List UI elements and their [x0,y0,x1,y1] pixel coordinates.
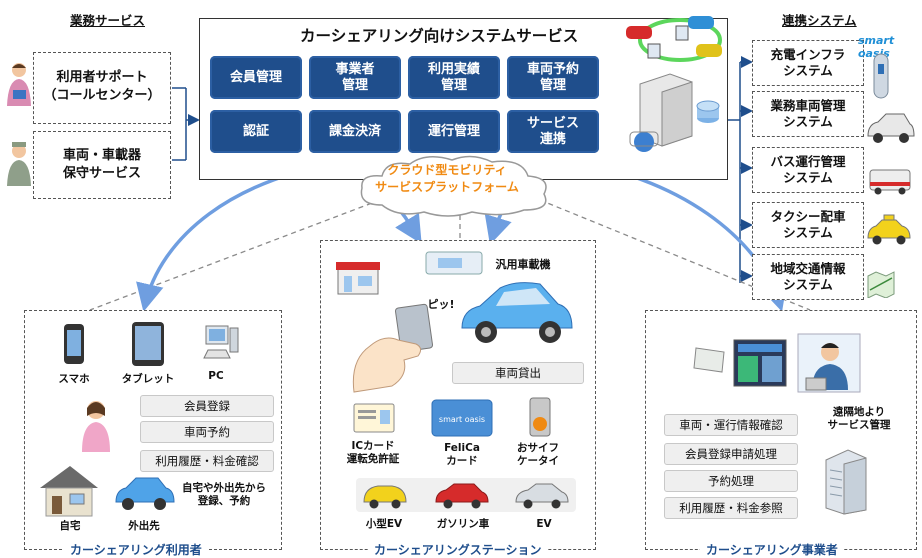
support-service-label: 利用者サポート （コールセンター） [43,70,161,103]
felica-label: FeliCa カード [444,442,480,468]
taxi-dispatch-system: タクシー配車 システム [752,202,864,248]
business-car-icon [867,113,915,143]
function-reservation-management: 車両予約 管理 [507,56,599,99]
bus-icon [869,169,911,195]
cloud-icon [360,155,547,217]
operator-action-usage-history: 利用履歴・料金参照 [664,497,798,519]
right-connector [728,56,753,283]
operator-action-reservation: 予約処理 [664,470,798,492]
user-panel-note: 自宅や外出先から 登録、予約 [182,482,266,508]
operator-action-vehicle-info: 車両・運行情報確認 [664,414,798,436]
connected-cars-icon [626,16,722,62]
ev-car-icon [515,483,569,509]
left-header: 業務サービス [70,13,146,28]
operator-person-icon [7,63,31,106]
user-action-member-registration: 会員登録 [140,395,274,417]
cloud-label: クラウド型モビリティ サービスプラットフォーム [375,163,519,194]
mobile-wallet-label: おサイフ ケータイ [517,442,559,468]
right-header: 連携システム [782,13,857,28]
felica-card-icon: smart oasis [431,399,493,437]
map-icon [867,271,895,298]
gasoline-car-icon [435,483,489,509]
pc-icon [203,325,239,359]
tablet-icon [132,322,164,366]
function-operator-management: 事業者 管理 [309,56,401,99]
user-action-vehicle-reservation: 車両予約 [140,421,274,443]
regional-transport-info-system: 地域交通情報 システム [752,254,864,300]
onboard-unit-label: 汎用車載機 [495,258,551,271]
office-building-icon [825,449,867,515]
device-tablet-label: タブレット [121,373,175,385]
mechanic-person-icon [7,142,31,186]
driver-license-icon [353,403,395,433]
device-smartphone-label: スマホ [58,373,90,385]
mobile-wallet-icon [529,397,551,437]
server-icon [629,73,720,152]
maintenance-service-box [33,131,171,199]
onboard-unit-icon [425,251,483,275]
outside-label: 外出先 [128,520,160,532]
fleet-management-system: 業務車両管理 システム [752,91,864,137]
charger-icon [873,53,889,99]
station-panel-caption: カーシェアリングステーション [368,541,548,558]
vehicle-ev-label: EV [536,518,552,530]
function-operation-management: 運行管理 [408,110,500,153]
function-billing: 課金決済 [309,110,401,153]
beep-label: ピッ! [427,298,455,311]
ic-license-label: ICカード 運転免許証 [346,440,400,466]
monitor-screen-icon [733,339,787,387]
function-service-integration: サービス 連携 [507,110,599,153]
function-member-management: 会員管理 [210,56,302,99]
charging-infra-system: 充電インフラ システム [752,40,864,86]
user-action-usage-history: 利用履歴・料金確認 [140,450,274,472]
small-ev-icon [363,485,407,509]
outside-car-icon [115,477,175,510]
support-service-box [33,52,171,124]
document-icon [693,347,725,373]
function-usage-record-management: 利用実績 管理 [408,56,500,99]
taxi-icon [867,214,911,245]
device-pc-label: PC [208,370,224,382]
bus-operation-system: バス運行管理 システム [752,147,864,193]
vehicle-small-ev-label: 小型EV [365,518,403,530]
convenience-store-icon [336,262,380,295]
house-icon [40,466,98,517]
svg-text:smart oasis: smart oasis [439,415,485,424]
function-authentication: 認証 [210,110,302,153]
operator-panel-caption: カーシェアリング事業者 [700,541,844,558]
home-label: 自宅 [59,520,81,532]
remote-admin-person-icon [797,333,861,393]
vehicle-gasoline-label: ガソリン車 [436,518,490,530]
system-title: カーシェアリング向けシステムサービス [300,27,579,45]
remote-management-label: 遠隔地より サービス管理 [827,406,891,432]
operator-action-member-application: 会員登録申請処理 [664,443,798,465]
hand-card-icon [352,303,434,393]
user-panel-caption: カーシェアリング利用者 [64,541,208,558]
dashed-links [89,199,811,311]
left-connector [172,87,200,161]
user-person-icon [82,401,110,452]
smartphone-icon [64,324,84,364]
vehicle-rental-label: 車両貸出 [452,362,584,384]
maintenance-service-label: 車両・車載器 保守サービス [62,148,141,181]
rental-car-icon [461,282,573,343]
